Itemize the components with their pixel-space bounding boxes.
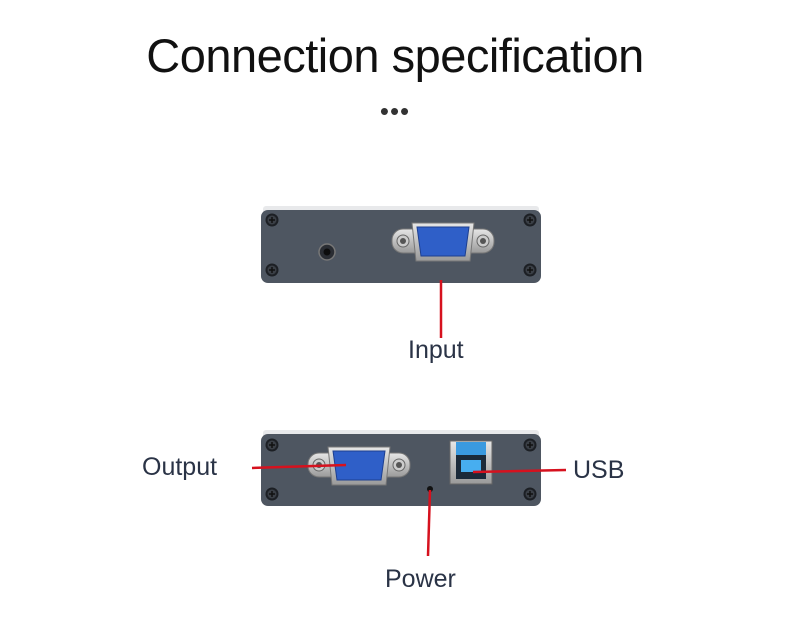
audio-jack <box>318 243 336 261</box>
device-back-panel <box>261 430 541 506</box>
output-callout-line <box>251 463 347 470</box>
screw-icon <box>522 212 538 228</box>
power-label: Power <box>385 565 456 593</box>
input-label: Input <box>408 336 464 364</box>
page-title: Connection specification <box>146 29 644 82</box>
power-led <box>427 486 433 492</box>
usb-b-port <box>449 440 493 485</box>
ellipsis-divider: ••• <box>379 96 411 126</box>
usb-callout-line <box>472 468 567 474</box>
usb-label: USB <box>573 456 625 484</box>
screw-icon <box>264 262 280 278</box>
screw-icon <box>264 437 280 453</box>
screw-icon <box>264 212 280 228</box>
callout-lines <box>251 280 567 557</box>
device-front-panel <box>261 206 541 283</box>
screw-icon <box>522 486 538 502</box>
output-label: Output <box>142 453 218 481</box>
screw-icon <box>264 486 280 502</box>
screw-icon <box>522 262 538 278</box>
power-callout-line <box>426 489 432 557</box>
screw-icon <box>522 437 538 453</box>
